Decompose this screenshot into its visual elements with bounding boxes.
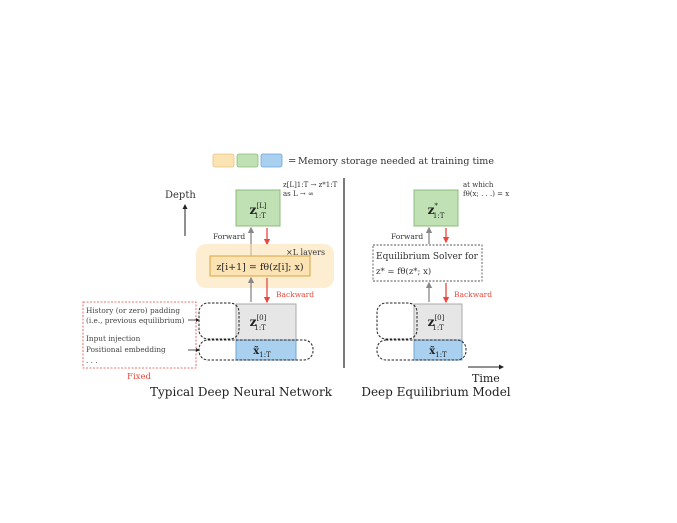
svg-text:x̃1:T: x̃1:T	[429, 346, 447, 359]
svg-text:z*1:T: z* 1:T	[428, 202, 445, 220]
right-top-box-sup: *	[434, 202, 438, 210]
svg-text:x̃1:T: x̃1:T	[253, 346, 271, 359]
right-input-box-sub: 1:T	[435, 351, 447, 359]
right-input-box-x: x̃	[429, 346, 436, 357]
left-input-box-x: x̃	[253, 346, 260, 357]
fixed-panel-line3: Input injection	[86, 334, 141, 343]
layer-equation: z[i+1] = fθ(z[i]; x)	[216, 262, 303, 273]
right-caption: Deep Equilibrium Model	[361, 385, 510, 399]
right-forward-label: Forward	[391, 232, 423, 241]
svg-text:z[0]1:T: z[0] 1:T	[428, 314, 445, 332]
fixed-panel-line5: . . .	[86, 356, 98, 365]
solver-box	[372, 244, 483, 282]
depth-label: Depth	[165, 190, 196, 201]
left-forward-label: Forward	[213, 232, 245, 241]
convergence-note-line1: z[L]1:T → z*1:T	[283, 181, 338, 189]
legend-equals: =	[288, 156, 296, 167]
convergence-note-line2: as L → ∞	[283, 190, 314, 198]
left-caption: Typical Deep Neural Network	[150, 385, 333, 399]
left-init-box	[235, 303, 297, 341]
at-which-line2: fθ(x; . . .) = x	[463, 190, 509, 198]
fixed-panel-line2: (i.e., previous equilibrium)	[86, 316, 185, 325]
fixed-panel-line1: History (or zero) padding	[86, 306, 180, 315]
fixed-panel	[82, 301, 197, 369]
left-init-box-sub: 1:T	[254, 324, 266, 332]
at-which-line1: at which	[463, 181, 494, 189]
left-top-box-sup: [L]	[256, 202, 266, 210]
right-init-box-sub: 1:T	[432, 324, 444, 332]
time-label: Time	[472, 372, 500, 385]
left-top-box-z: z	[250, 203, 257, 217]
left-init-box-z: z	[250, 315, 257, 329]
right-input-blob	[376, 339, 467, 361]
right-init-box-sup: [0]	[434, 314, 444, 322]
left-history-blob	[198, 302, 240, 340]
legend-text: Memory storage needed at training time	[298, 156, 494, 167]
right-init-box	[413, 303, 463, 341]
right-top-box-sub: 1:T	[433, 212, 445, 220]
legend-swatch-orange	[212, 153, 235, 168]
fixed-panel-line4: Positional embedding	[86, 345, 166, 354]
solver-line1: Equilibrium Solver for	[376, 252, 479, 262]
left-input-box-sub: 1:T	[259, 351, 271, 359]
solver-line2: z* = fθ(z*; x)	[376, 266, 431, 277]
legend-swatch-blue	[260, 153, 283, 168]
right-top-box	[413, 189, 459, 227]
right-top-box-z: z	[428, 203, 435, 217]
right-init-box-z: z	[428, 315, 435, 329]
svg-text:z[L]1:T: z[L] 1:T	[250, 202, 267, 220]
left-backward-label: Backward	[276, 290, 314, 299]
fixed-label: Fixed	[127, 372, 151, 382]
right-history-blob	[376, 302, 418, 340]
legend-swatch-green	[236, 153, 259, 168]
layer-equation-box	[209, 255, 311, 277]
left-top-box	[235, 189, 281, 227]
left-init-box-sup: [0]	[256, 314, 266, 322]
layers-label: ×L layers	[286, 248, 325, 257]
left-top-box-sub: 1:T	[254, 212, 266, 220]
right-backward-label: Backward	[454, 290, 492, 299]
svg-text:z[0]1:T: z[0] 1:T	[250, 314, 267, 332]
